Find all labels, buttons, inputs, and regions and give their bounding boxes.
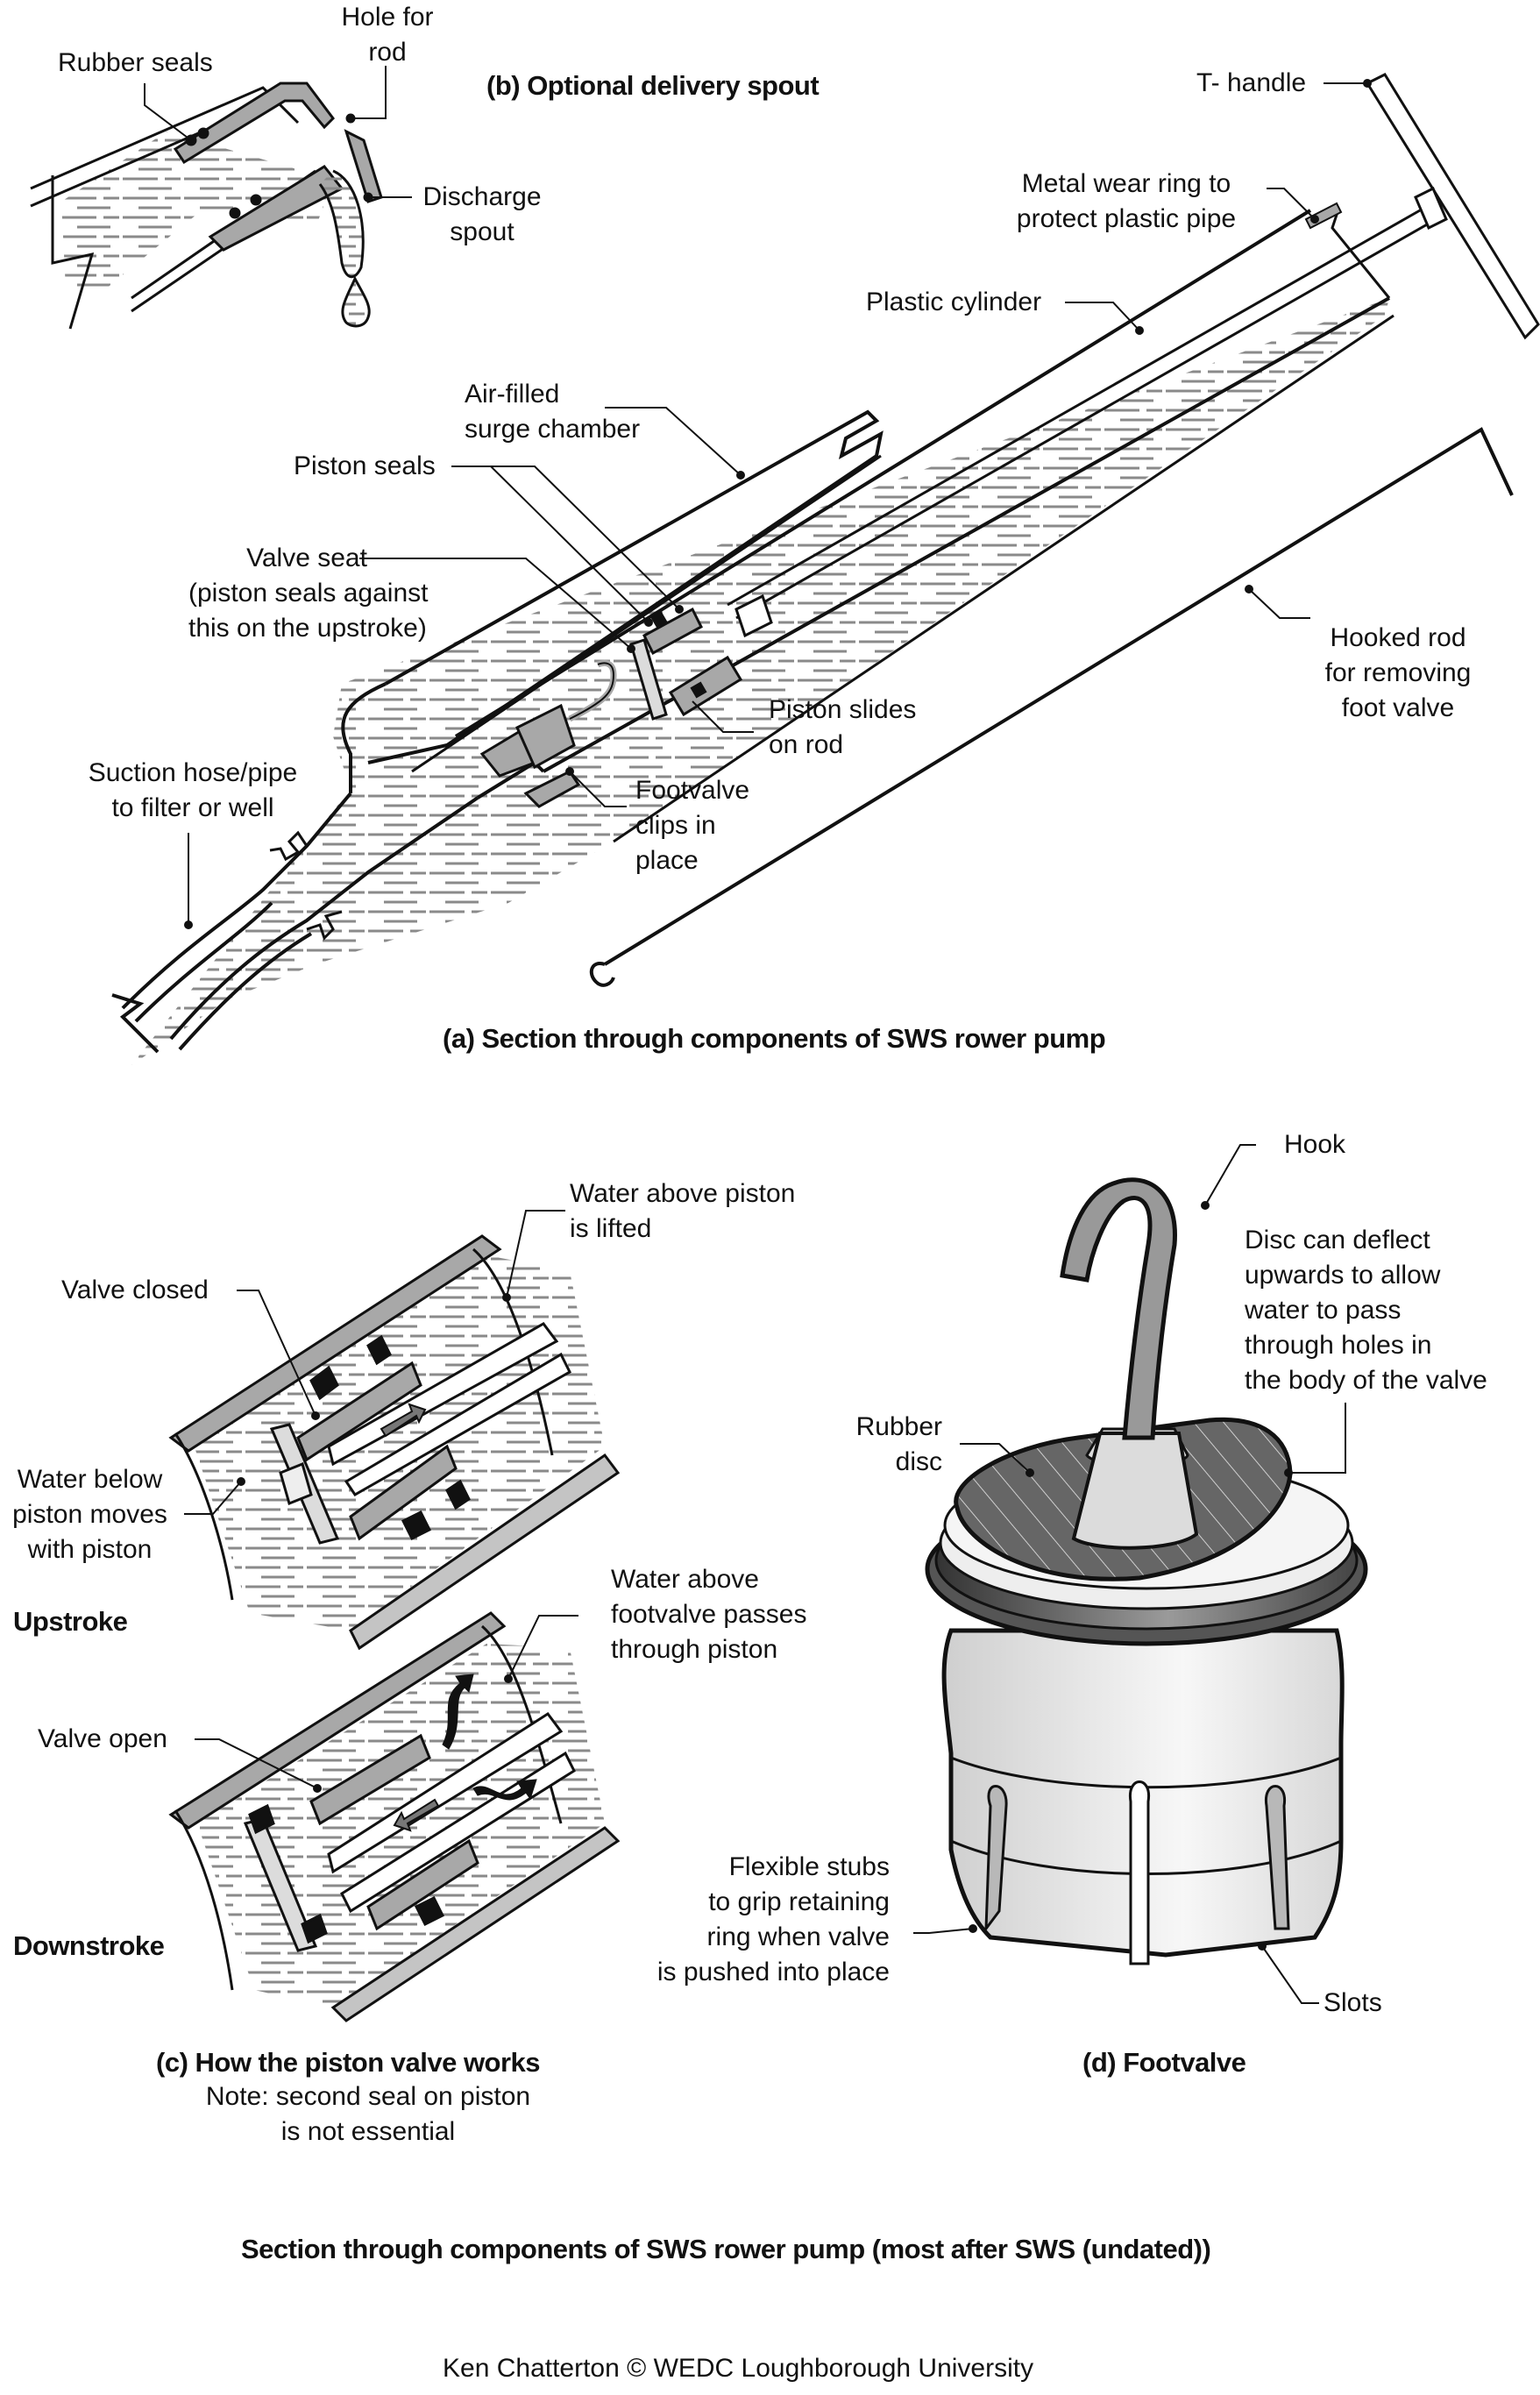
panel-c-upstroke-drawing [168,1234,621,1651]
label-line: (piston seals against [188,579,429,608]
panel-a-drawing [111,73,1540,1065]
label-valve-closed: Valve closed [61,1276,209,1304]
label-line: protect plastic pipe [1016,204,1237,233]
label-line: for removing [1324,658,1472,687]
panel-c-downstroke-leaders [195,1615,578,1793]
label-line: upwards to allow [1245,1261,1441,1290]
label-valve-open: Valve open [38,1724,167,1753]
label-plastic-cylinder: Plastic cylinder [866,288,1042,316]
label-line: rod [368,38,407,67]
panel-d-title: (d) Footvalve [1082,2047,1246,2078]
label-line: Rubber [855,1412,942,1441]
label-discharge-spout: Discharge spout [412,180,552,250]
panel-c-upstroke-leaders [184,1210,565,1515]
label-piston-seals: Piston seals [294,451,436,480]
label-line: Metal wear ring to [1021,169,1231,198]
panel-b-title: (b) Optional delivery spout [486,70,820,101]
label-line: on rod [769,730,844,759]
label-line: Water above [611,1565,759,1594]
label-piston-slides: Piston slides on rod [769,693,916,763]
label-line: through piston [611,1635,778,1664]
panel-b-spout-drawing [30,82,383,330]
label-slots: Slots [1324,1988,1382,2017]
label-air-filled-surge-chamber: Air-filled surge chamber [465,377,640,447]
label-flexible-stubs: Flexible stubs to grip retaining ring wh… [614,1850,890,1990]
label-line: disc [895,1447,942,1476]
panel-d-leaders [913,1144,1346,2004]
panel-a-title: (a) Section through components of SWS ro… [443,1023,1106,1054]
label-line: Flexible stubs [728,1852,890,1881]
label-line: Water below [17,1465,163,1494]
label-line: place [635,846,699,875]
figure-caption: Section through components of SWS rower … [241,2234,1211,2264]
label-line: Piston slides [769,695,917,724]
label-line: surge chamber [465,415,641,444]
panel-b-leaders [144,66,412,198]
label-footvalve-clips: Footvalve clips in place [635,773,749,878]
figure-credit: Ken Chatterton © WEDC Loughborough Unive… [443,2354,1034,2383]
label-downstroke: Downstroke [13,1930,165,1961]
label-line: Footvalve [635,776,750,805]
label-line: ring when valve [706,1922,890,1951]
label-line: Valve seat [246,544,367,572]
label-hole-for-rod: Hole for rod [335,0,440,70]
label-line: foot valve [1341,693,1455,722]
panel-d-footvalve-drawing [925,1177,1368,1965]
label-line: spout [450,217,515,246]
label-line: through holes in [1245,1331,1432,1360]
panel-a-leaders [184,79,1372,929]
label-line: water to pass [1245,1296,1402,1325]
label-line: footvalve passes [611,1600,807,1629]
label-t-handle: T- handle [1196,68,1307,97]
label-water-above-footvalve: Water above footvalve passes through pis… [611,1562,806,1667]
label-water-below-piston: Water below piston moves with piston [0,1462,180,1567]
label-hook: Hook [1284,1130,1346,1159]
label-upstroke: Upstroke [13,1606,128,1637]
label-line: Water above piston [570,1179,796,1208]
label-line: this on the upstroke) [188,614,427,643]
label-line: Disc can deflect [1245,1226,1430,1254]
label-line: the body of the valve [1245,1366,1487,1395]
label-metal-wear-ring: Metal wear ring to protect plastic pipe [986,167,1267,237]
label-suction-hose: Suction hose/pipe to filter or well [66,756,320,826]
label-rubber-seals: Rubber seals [58,48,213,77]
label-line: Air-filled [465,380,560,409]
label-line: to filter or well [111,793,274,822]
label-line: Note: second seal on piston [205,2082,531,2111]
label-line: with piston [27,1535,153,1564]
label-line: is not essential [280,2117,456,2146]
label-line: clips in [635,811,716,840]
label-line: Hole for [341,3,434,32]
label-rubber-disc: Rubber disc [824,1410,942,1480]
label-line: Discharge [422,182,542,211]
label-disc-deflect: Disc can deflect upwards to allow water … [1245,1223,1487,1398]
label-valve-seat: Valve seat (piston seals against this on… [188,541,429,646]
label-hooked-rod: Hooked rod for removing foot valve [1297,621,1499,726]
label-line: to grip retaining [708,1887,890,1916]
label-line: is pushed into place [656,1958,890,1986]
label-line: Hooked rod [1330,623,1466,652]
panel-c-title: (c) How the piston valve works [156,2047,541,2078]
panel-c-downstroke-drawing [168,1611,621,2022]
panel-c-note: Note: second seal on piston is not essen… [158,2079,578,2150]
label-line: is lifted [570,1214,652,1243]
label-line: piston moves [12,1500,167,1529]
label-line: Suction hose/pipe [88,758,298,787]
label-water-above-piston-lifted: Water above piston is lifted [570,1176,795,1247]
